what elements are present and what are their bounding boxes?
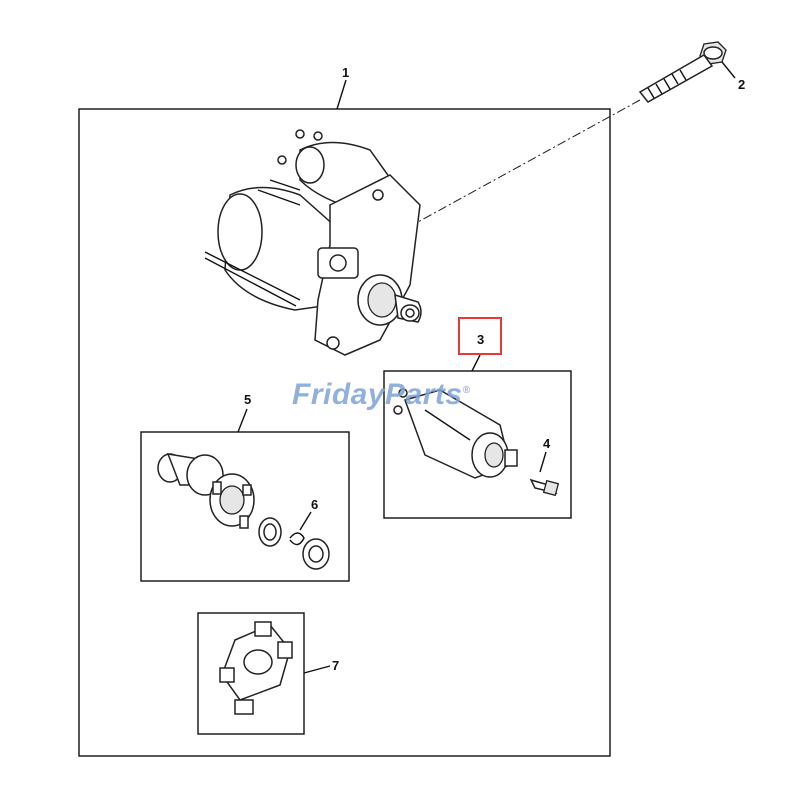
brush-holder-frame — [197, 612, 305, 735]
callout-4[interactable]: 4 — [543, 436, 551, 451]
assembly-frame — [78, 108, 611, 757]
callout-2[interactable]: 2 — [738, 77, 745, 92]
drive-pinion-part[interactable] — [157, 453, 255, 529]
bolt-leader-dashed — [417, 99, 641, 223]
bolt-part[interactable] — [638, 41, 727, 103]
retaining-rings-part[interactable] — [258, 517, 330, 570]
terminal-stud-part[interactable] — [529, 478, 560, 497]
watermark-mark: ® — [462, 385, 471, 396]
callout-7[interactable]: 7 — [332, 658, 339, 673]
solenoid-frame — [383, 370, 572, 519]
callout-3[interactable]: 3 — [477, 332, 484, 347]
callout-6[interactable]: 6 — [311, 497, 318, 512]
callout-1[interactable]: 1 — [342, 65, 349, 80]
pinion-frame — [140, 431, 350, 582]
selected-callout-highlight — [458, 317, 502, 355]
solenoid-part[interactable] — [393, 388, 518, 479]
watermark-text: FridayParts — [292, 378, 463, 411]
brush-holder-part[interactable] — [219, 621, 293, 715]
starter-motor-assembly — [204, 129, 422, 356]
callout-5[interactable]: 5 — [244, 392, 251, 407]
watermark-logo: FridayParts® — [292, 378, 470, 412]
